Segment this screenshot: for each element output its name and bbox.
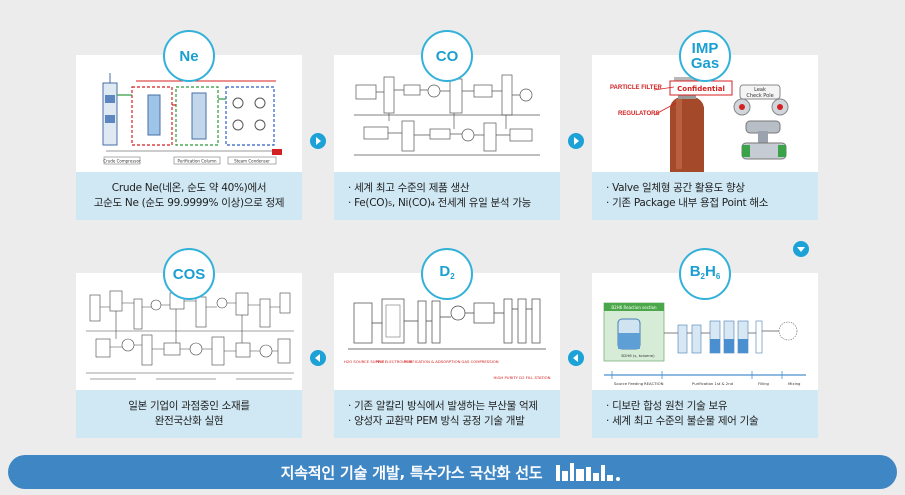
card-ne-caption: Crude Ne(네온, 순도 약 40%)에서 고순도 Ne (순도 99.9… [76, 172, 302, 220]
badge-ne: Ne [163, 30, 215, 82]
card-cos-caption: 일본 기업이 과점중인 소재를 완전국산화 실현 [76, 390, 302, 438]
badge-co-text: CO [435, 47, 459, 65]
b2h6-reaction-label: REACTION [644, 381, 664, 386]
card-co-caption: · 세계 최고 수준의 제품 생산 · Fe(CO)₅, Ni(CO)₄ 전세계… [334, 172, 560, 220]
imp-leak-label: Leak [754, 87, 766, 93]
imp-check-pole-label: Check Pole [746, 93, 773, 99]
card-b2h6-line-1: · 디보란 합성 원천 기술 보유 [606, 400, 728, 412]
arrow-left-1-icon [568, 350, 584, 366]
badge-b2h6-b: B [689, 263, 701, 280]
imp-confidential-label: Confidential [677, 85, 725, 93]
card-co-line-2: · Fe(CO)₅, Ni(CO)₄ 전세계 유일 분석 가능 [348, 197, 532, 209]
badge-imp-text: IMP [691, 40, 719, 57]
imp-filter-label: PARTICLE FILTER [610, 85, 662, 91]
badge-gas-text: Gas [690, 55, 720, 72]
badge-b2h6: B2H6 [679, 248, 731, 300]
arrow-left-2-icon [310, 350, 326, 366]
d2-label-pem: PEM ELECTROLYSIS [376, 359, 413, 364]
b2h6-filling-label: Filling [758, 381, 770, 386]
b2h6-reactor-label: B2H6 (s, toluene) [621, 353, 655, 358]
d2-label-purification: PURIFICATION & ADSORPTION [404, 359, 461, 364]
card-d2-line-1: · 기존 알칼리 방식에서 발생하는 부산물 억제 [348, 400, 538, 412]
badge-b2h6-sub1: 2 [700, 272, 705, 281]
badge-d2-main: D [439, 263, 451, 280]
arrow-right-2-icon [568, 133, 584, 149]
footer-banner: 지속적인 기술 개발, 특수가스 국산화 선도 [8, 455, 897, 489]
badge-b2h6-text: B2H6 [690, 264, 721, 284]
card-ne: Crude Compressor Purification Column Ste… [76, 55, 302, 220]
card-ne-line-1: Crude Ne(네온, 순도 약 40%)에서 [111, 182, 267, 194]
badge-ne-text: Ne [179, 47, 199, 65]
badge-cos: COS [163, 248, 215, 300]
badge-cos-text: COS [172, 265, 206, 283]
b2h6-purification-label: Purification 1st & 2nd [692, 381, 734, 386]
imp-regulators-label: REGULATORS [618, 111, 660, 117]
badge-imp-gas: IMP Gas [679, 30, 731, 82]
b2h6-process-diagram: B2H6 Reaction section B2H6 (s, toluene) [592, 273, 818, 390]
card-b2h6-line-2: · 세계 최고 수준의 불순물 제어 기술 [606, 415, 759, 427]
card-d2-caption: · 기존 알칼리 방식에서 발생하는 부산물 억제 · 양성자 교환막 PEM … [334, 390, 560, 438]
arrow-down-icon [793, 241, 809, 257]
card-imp-line-2: · 기존 Package 내부 용접 Point 해소 [606, 197, 769, 209]
badge-b2h6-sub2: 6 [715, 272, 721, 281]
arrow-right-1-icon [310, 133, 326, 149]
ne-label-purification: Purification Column [177, 159, 217, 164]
card-co: · 세계 최고 수준의 제품 생산 · Fe(CO)₅, Ni(CO)₄ 전세계… [334, 55, 560, 220]
card-ne-line-2: 고순도 Ne (순도 99.9999% 이상)으로 정제 [93, 197, 285, 209]
b2h6-feeding-label: Source Feeding [614, 381, 644, 386]
card-cos-line-2: 완전국산화 실현 [154, 415, 224, 427]
footer-text: 지속적인 기술 개발, 특수가스 국산화 선도 [280, 463, 543, 482]
d2-label-fill: HIGH PURITY D2 FILL STATION [494, 375, 551, 380]
card-imp-line-1: · Valve 일체형 공간 활용도 향상 [606, 182, 745, 194]
card-d2-line-2: · 양성자 교환막 PEM 방식 공정 기술 개발 [348, 415, 525, 427]
ne-label-steam: Steam Condenser [234, 159, 270, 164]
badge-b2h6-h: H [705, 263, 716, 280]
card-imp-gas: Confidential Leak Check Pole PARTICLE FI… [592, 55, 818, 220]
b2h6-mixing-label: Mixing [788, 381, 801, 386]
badge-d2-sub: 2 [450, 272, 455, 281]
b2h6-header-label: B2H6 Reaction section [611, 305, 657, 310]
ne-label-crude: Crude Compressor [103, 159, 141, 164]
card-b2h6: B2H6 Reaction section B2H6 (s, toluene) [592, 273, 818, 438]
card-imp-caption: · Valve 일체형 공간 활용도 향상 · 기존 Package 내부 용접… [592, 172, 818, 220]
card-d2: H2O SOURCE SUPPLY PEM ELECTROLYSIS PURIF… [334, 273, 560, 438]
badge-d2-text: D2 [439, 264, 454, 284]
badge-d2: D2 [421, 248, 473, 300]
factory-icon [556, 463, 621, 481]
d2-label-compression: GAS COMPRESSION [461, 359, 498, 364]
card-co-line-1: · 세계 최고 수준의 제품 생산 [348, 182, 470, 194]
card-cos-line-1: 일본 기업이 과점중인 소재를 [128, 400, 250, 412]
card-b2h6-caption: · 디보란 합성 원천 기술 보유 · 세계 최고 수준의 불순물 제어 기술 [592, 390, 818, 438]
d2-label-source: H2O SOURCE SUPPLY [344, 359, 385, 364]
badge-co: CO [421, 30, 473, 82]
